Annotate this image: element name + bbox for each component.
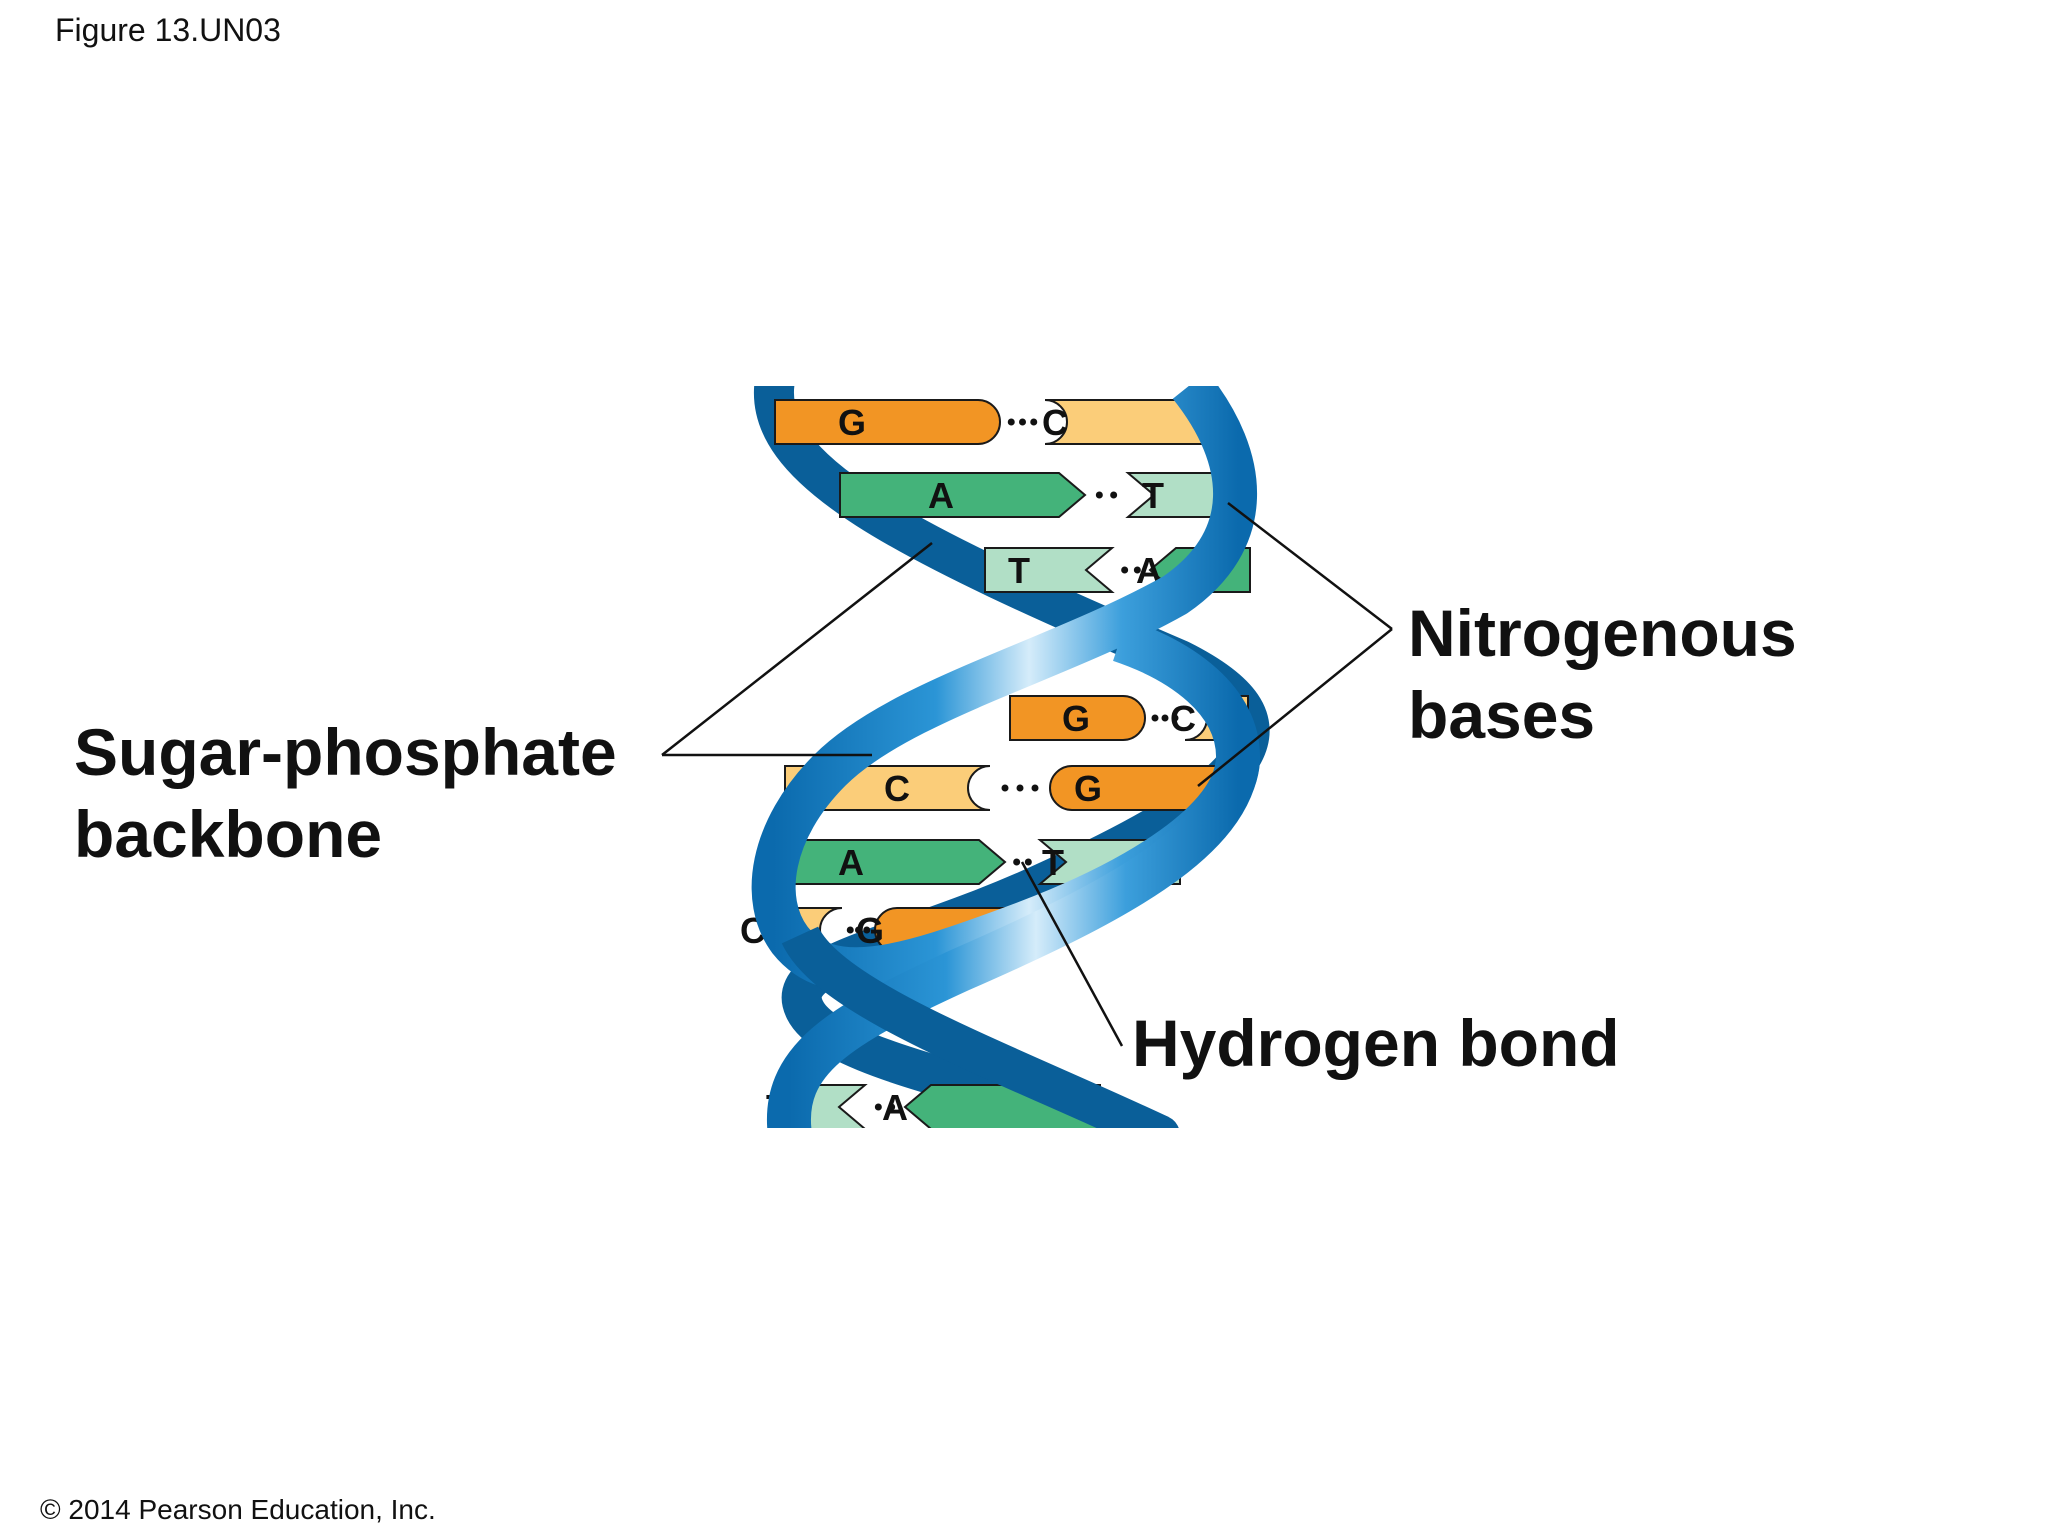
base-right-letter: C <box>1042 402 1068 443</box>
base-right-shape <box>1044 399 1221 445</box>
figure-label: Figure 13.UN03 <box>55 12 281 48</box>
hydrogen-bond-dot <box>874 1103 882 1111</box>
hydrogen-bond-dot <box>1001 784 1009 792</box>
bases-leader-line-2 <box>1197 628 1393 787</box>
hydrogen-bond-dot <box>846 926 854 934</box>
base-left-letter: G <box>1062 698 1090 739</box>
base-left-letter: T <box>1008 550 1030 591</box>
hydrogen-bond-label: Hydrogen bond <box>1132 1006 1620 1080</box>
sugar-phosphate-backbone-label: Sugar-phosphate backbone <box>74 711 617 875</box>
base-left-shape <box>774 399 1001 445</box>
hydrogen-bond-dot <box>1024 858 1032 866</box>
hydrogen-bond-dot <box>1161 714 1169 722</box>
hydrogen-bond-dot <box>1007 418 1015 426</box>
bases-label-line2: bases <box>1408 678 1596 752</box>
base-right-letter: G <box>1074 768 1102 809</box>
hydrogen-bond-dot <box>855 926 862 934</box>
hydrogen-bond-dot <box>863 926 871 934</box>
hydrogen-bond-dot <box>1016 784 1024 792</box>
base-left-shape <box>984 547 1115 593</box>
nitrogenous-bases-label: Nitrogenous bases <box>1408 592 1797 756</box>
hydrogen-bond-dot <box>1095 491 1103 499</box>
hydrogen-bond-dot <box>1030 418 1038 426</box>
hydrogen-bond-dot <box>1013 858 1021 866</box>
hydrogen-bond-dot <box>1031 784 1039 792</box>
bases-leader-line-1 <box>1227 502 1393 630</box>
hydrogen-bond-dot <box>1171 714 1179 722</box>
base-right-letter: T <box>1042 842 1064 883</box>
base-left-shape <box>1009 695 1146 741</box>
hydrogen-bond-dot <box>888 1103 896 1111</box>
base-left-letter: A <box>838 842 864 883</box>
hydrogen-bond-dot <box>1110 491 1118 499</box>
backbone-label-line2: backbone <box>74 797 383 871</box>
backbone-ribbon-lower <box>766 756 1260 1128</box>
hydrogen-bond-dot <box>1121 566 1129 574</box>
bases-label-line1: Nitrogenous <box>1408 596 1797 670</box>
base-left-shape <box>839 472 1087 518</box>
base-right-letter: A <box>882 1087 908 1128</box>
base-left-shape <box>789 839 1007 885</box>
base-right-letter: T <box>1142 475 1164 516</box>
backbone-ribbon-lower-back <box>781 925 1169 1128</box>
base-right-shape <box>1049 765 1241 811</box>
base-right-letter: G <box>856 910 884 951</box>
copyright-notice: © 2014 Pearson Education, Inc. <box>40 1494 436 1525</box>
base-left-letter: A <box>928 475 954 516</box>
hydrogen-bond-dot <box>1133 566 1141 574</box>
backbone-leader-line-1 <box>661 542 933 756</box>
base-left-letter: C <box>884 768 910 809</box>
hbond-leader-line <box>1020 861 1124 1047</box>
backbone-label-line1: Sugar-phosphate <box>74 715 617 789</box>
hydrogen-bond-dot <box>1151 714 1159 722</box>
hydrogen-bond-dot <box>1019 418 1026 426</box>
base-left-letter: G <box>838 402 866 443</box>
